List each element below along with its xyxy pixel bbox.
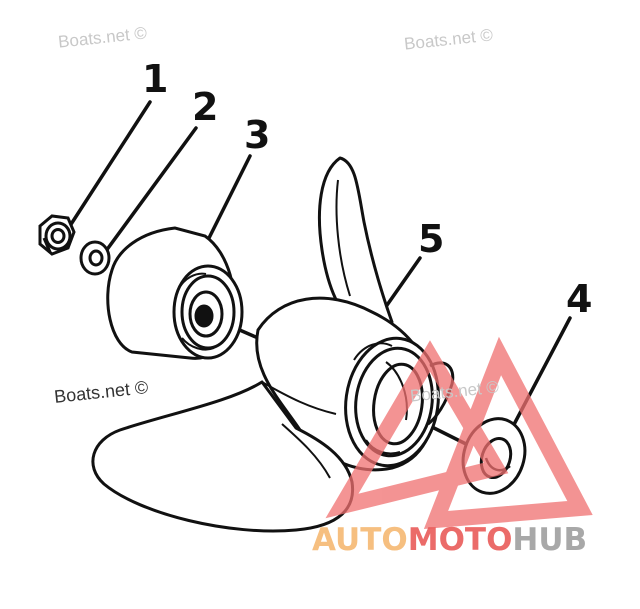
brand-text-hub: HUB xyxy=(512,522,588,558)
leader-line-1 xyxy=(64,100,152,234)
propeller-rear-ring-mid xyxy=(354,346,434,458)
brand-text-auto: AUTO xyxy=(312,522,408,558)
callout-5: 5 xyxy=(418,217,445,261)
callout-4: 4 xyxy=(566,277,593,321)
callout-3: 3 xyxy=(244,113,271,157)
spacer-part xyxy=(106,226,244,360)
washer-part xyxy=(79,240,111,276)
propeller-part xyxy=(91,156,455,533)
propeller-rear-bore xyxy=(372,362,424,446)
leader-line-3 xyxy=(206,154,252,242)
nut-part xyxy=(38,214,76,256)
leader-line-2 xyxy=(101,126,198,257)
callout-1: 1 xyxy=(142,57,169,101)
brand-text-moto: MOTO xyxy=(407,522,513,558)
leader-line-4 xyxy=(508,316,572,434)
logo-triangle-watermark xyxy=(325,336,593,530)
callout-2: 2 xyxy=(192,85,219,129)
watermark-automotohub: AUTOMOTOHUB xyxy=(312,522,587,558)
